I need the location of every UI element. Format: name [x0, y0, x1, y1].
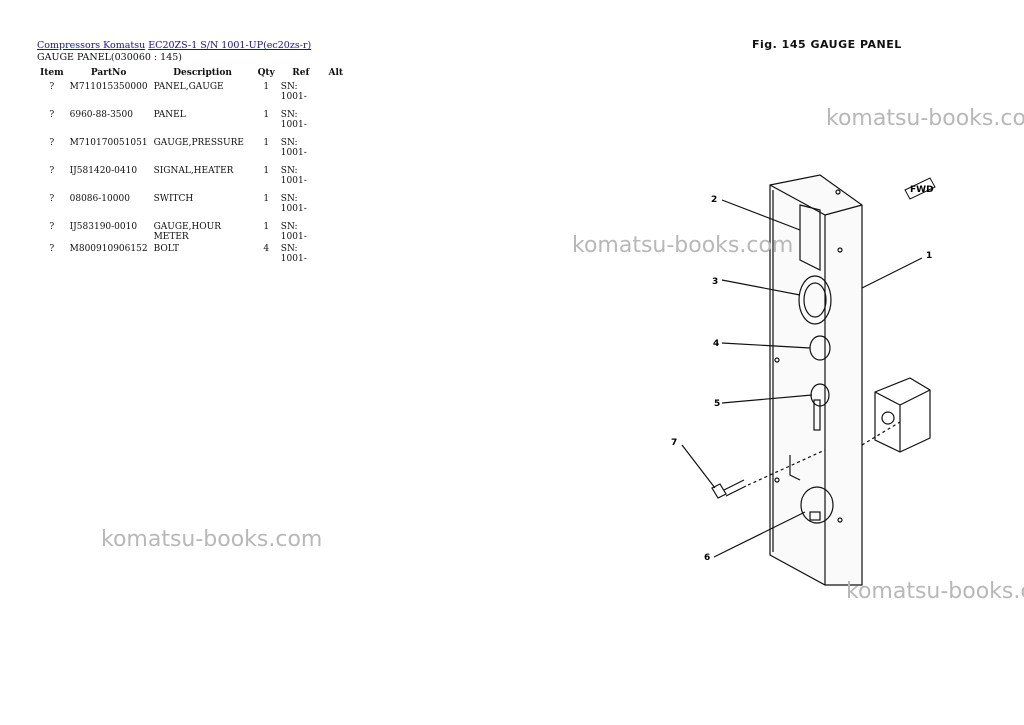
- cell-item: ?: [49, 110, 55, 120]
- cell-item: ?: [49, 244, 55, 254]
- col-header-partno: PartNo: [90, 68, 127, 78]
- cell-ref: SN: 1001-: [280, 82, 307, 102]
- watermark-text: komatsu-books.com: [101, 527, 323, 552]
- cell-ref: SN: 1001-: [280, 138, 307, 158]
- cell-part-no: 6960-88-3500: [69, 110, 133, 120]
- col-header-alt: Alt: [328, 68, 344, 78]
- cell-description: PANEL: [153, 110, 186, 120]
- watermark-text: komatsu-books.com: [846, 579, 1024, 604]
- cell-part-no: M800910906152: [69, 244, 148, 254]
- callout-4: 4: [713, 339, 719, 349]
- cell-part-no: IJ583190-0010: [69, 222, 138, 232]
- cell-description: GAUGE,PRESSURE: [153, 138, 244, 148]
- cell-description: BOLT: [153, 244, 179, 254]
- callout-2: 2: [711, 195, 717, 205]
- cell-qty: 1: [263, 166, 270, 176]
- col-header-item: Item: [40, 68, 64, 78]
- table-row: ? M710170051051 GAUGE,PRESSURE 1 SN: 100…: [37, 136, 348, 164]
- table-row: ? IJ581420-0410 SIGNAL,HEATER 1 SN: 1001…: [37, 164, 348, 192]
- col-header-ref: Ref: [292, 68, 310, 78]
- parts-table: Item PartNo Description Qty Ref Alt ? M7…: [37, 66, 348, 264]
- callout-1: 1: [926, 251, 932, 261]
- figure-title: Fig. 145 GAUGE PANEL: [752, 38, 902, 51]
- cell-description: PANEL,GAUGE: [153, 82, 224, 92]
- cell-part-no: IJ581420-0410: [69, 166, 138, 176]
- cell-alt: [324, 136, 348, 164]
- cell-part-no: M711015350000: [69, 82, 148, 92]
- cell-qty: 1: [263, 194, 270, 204]
- cell-ref: SN: 1001-: [280, 110, 307, 130]
- col-header-description: Description: [173, 68, 232, 78]
- callout-6: 6: [704, 553, 710, 563]
- watermark-text: komatsu-books.com: [826, 106, 1024, 131]
- gauge-panel-diagram: FWD 1 2 3 4 5 6 7: [671, 174, 936, 586]
- callout-7: 7: [671, 438, 677, 448]
- cell-part-no: M710170051051: [69, 138, 148, 148]
- watermark-text: komatsu-books.com: [572, 233, 794, 258]
- cell-part-no: 08086-10000: [69, 194, 130, 204]
- cell-alt: [324, 242, 348, 264]
- cell-item: ?: [49, 166, 55, 176]
- table-header-row: Item PartNo Description Qty Ref Alt: [37, 66, 348, 80]
- fwd-label: FWD: [910, 185, 934, 195]
- table-row: ? 6960-88-3500 PANEL 1 SN: 1001-: [37, 108, 348, 136]
- cell-description: SWITCH: [153, 194, 194, 204]
- table-row: ? M800910906152 BOLT 4 SN: 1001-: [37, 242, 348, 264]
- cell-qty: 1: [263, 138, 270, 148]
- cell-alt: [324, 164, 348, 192]
- cell-description: GAUGE,HOUR METER: [153, 222, 222, 242]
- cell-ref: SN: 1001-: [280, 222, 307, 242]
- cell-alt: [324, 80, 348, 108]
- callout-5: 5: [714, 399, 720, 409]
- cell-description: SIGNAL,HEATER: [153, 166, 234, 176]
- cell-alt: [324, 108, 348, 136]
- callout-3: 3: [712, 277, 718, 287]
- cell-alt: [324, 192, 348, 220]
- breadcrumb-link-category[interactable]: Compressors Komatsu: [37, 40, 146, 51]
- cell-qty: 1: [263, 110, 270, 120]
- page-subtitle: GAUGE PANEL(030060 : 145): [37, 52, 182, 63]
- col-header-qty: Qty: [257, 68, 275, 78]
- table-row: ? IJ583190-0010 GAUGE,HOUR METER 1 SN: 1…: [37, 220, 348, 242]
- cell-qty: 1: [263, 222, 270, 232]
- fwd-arrow-icon: [904, 177, 936, 200]
- cell-qty: 4: [263, 244, 270, 254]
- breadcrumb: Compressors Komatsu EC20ZS-1 S/N 1001-UP…: [37, 40, 311, 51]
- cell-qty: 1: [263, 82, 270, 92]
- cell-alt: [324, 220, 348, 242]
- cell-item: ?: [49, 82, 55, 92]
- cell-ref: SN: 1001-: [280, 194, 307, 214]
- cell-ref: SN: 1001-: [280, 166, 307, 186]
- cell-ref: SN: 1001-: [280, 244, 307, 264]
- table-row: ? M711015350000 PANEL,GAUGE 1 SN: 1001-: [37, 80, 348, 108]
- cell-item: ?: [49, 222, 55, 232]
- cell-item: ?: [49, 194, 55, 204]
- breadcrumb-link-model[interactable]: EC20ZS-1 S/N 1001-UP(ec20zs-r): [148, 40, 312, 51]
- cell-item: ?: [49, 138, 55, 148]
- table-row: ? 08086-10000 SWITCH 1 SN: 1001-: [37, 192, 348, 220]
